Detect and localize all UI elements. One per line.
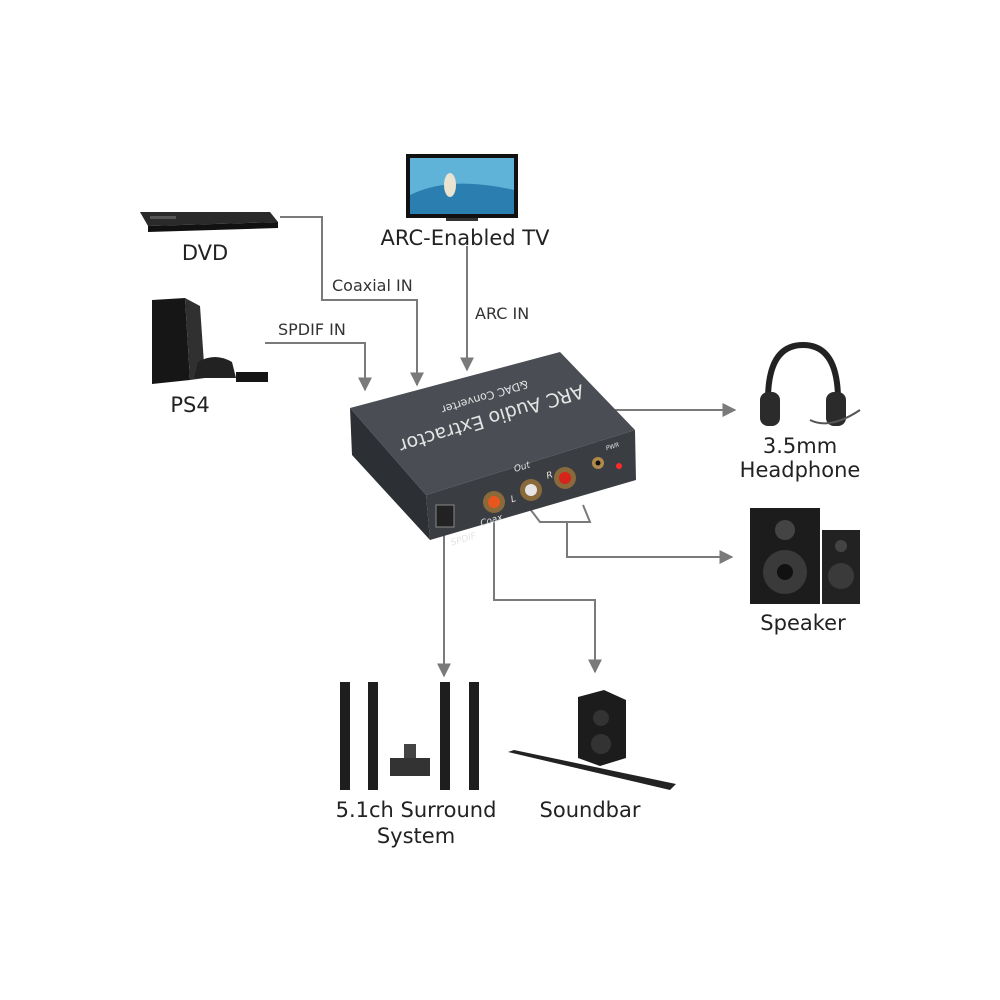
surround-label-line1: 5.1ch Surround	[335, 798, 497, 822]
game-console-icon	[152, 298, 268, 384]
left-port-label: L	[510, 494, 518, 505]
spdif-port-label: SPDIF	[450, 531, 478, 548]
soundbar-label: Soundbar	[539, 798, 641, 822]
spdif-in-label: SPDIF IN	[278, 320, 346, 339]
ps4-spdif-line	[265, 342, 372, 392]
headphone-label-line2: Headphone	[739, 458, 861, 482]
dvd-label: DVD	[181, 241, 229, 265]
coax-out-line	[493, 520, 602, 674]
ps4-label: PS4	[170, 393, 210, 417]
arc-audio-extractor-device: ARC Audio Extractor &DAC Converter Out S…	[350, 352, 636, 549]
tv-icon	[406, 154, 518, 221]
surround-label-line2: System	[376, 824, 456, 848]
power-label: PWR	[605, 441, 620, 452]
coaxial-in-label: Coaxial IN	[332, 276, 413, 295]
power-led	[616, 463, 622, 469]
speaker-line	[566, 522, 734, 564]
surround-system-icon	[340, 682, 479, 790]
tv-label: ARC-Enabled TV	[380, 226, 550, 250]
out-port-label: Out	[513, 460, 532, 474]
dvd-coax-line	[280, 216, 424, 387]
speaker-bracket	[526, 504, 592, 523]
headphone-icon	[760, 341, 861, 426]
speaker-label: Speaker	[760, 611, 846, 635]
speaker-icon	[750, 508, 860, 604]
spdif-port	[435, 504, 455, 528]
headphone-label-line1: 3.5mm	[762, 434, 838, 458]
right-port-label: R	[545, 470, 554, 481]
dvd-player-icon	[140, 212, 278, 232]
soundbar-icon	[508, 690, 676, 790]
arc-in-label: ARC IN	[475, 304, 530, 323]
